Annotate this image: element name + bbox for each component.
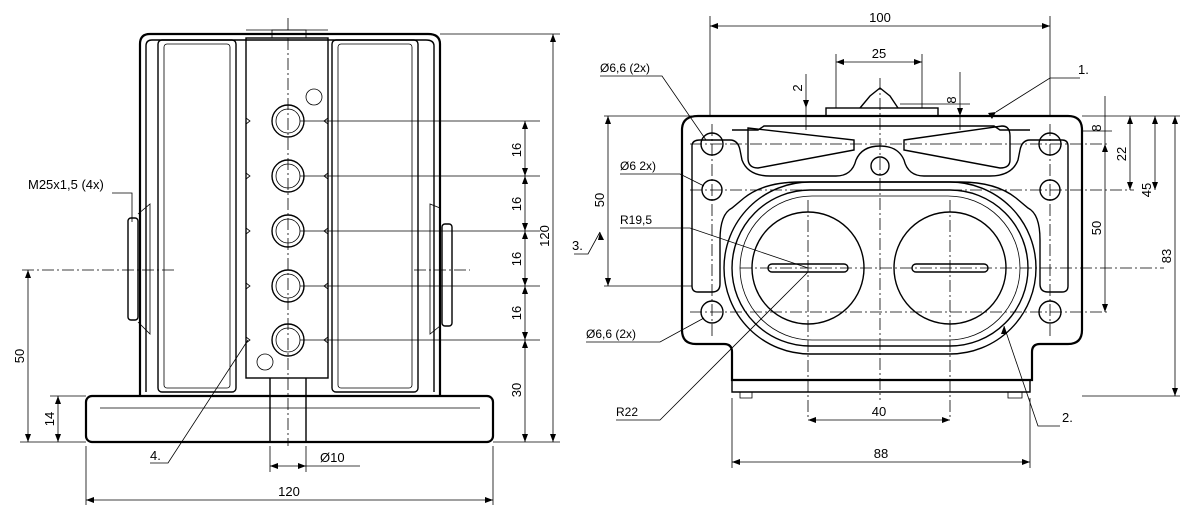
- dim-16-a: 16: [509, 143, 524, 157]
- top-plate: [825, 107, 939, 117]
- left-lever: [747, 127, 855, 169]
- thread-label: M25x1,5 (4x): [28, 177, 104, 192]
- plunger: [859, 87, 899, 109]
- right-gland: [441, 223, 453, 327]
- callout-4: 4.: [150, 448, 161, 463]
- label-hole-bottom-left: Ø6,6 (2x): [586, 327, 636, 341]
- dim-50-left-right-view: 50: [592, 193, 607, 207]
- dim-50-right: 50: [1089, 221, 1104, 235]
- left-panel: [157, 39, 237, 393]
- bottom-screw-icon: [256, 353, 274, 371]
- dim-16-b: 16: [509, 197, 524, 211]
- top-screw-icon: [305, 88, 323, 106]
- right-arrows: [598, 23, 1178, 465]
- dim-16-d: 16: [509, 306, 524, 320]
- right-panel: [331, 39, 419, 393]
- dim-14: 14: [42, 412, 57, 426]
- label-radius-22: R22: [616, 405, 638, 419]
- callout-1: 1.: [1078, 62, 1089, 77]
- dim-120-height: 120: [537, 225, 552, 247]
- dim-45: 45: [1139, 183, 1154, 197]
- dim-50-left: 50: [12, 349, 27, 363]
- label-radius-19: R19,5: [620, 213, 652, 227]
- dim-dia-10: Ø10: [320, 450, 345, 465]
- stem: [269, 378, 307, 442]
- dim-25: 25: [872, 46, 886, 61]
- base-plate: [84, 394, 495, 444]
- dim-8-side: 8: [1089, 124, 1104, 131]
- callout-3: 3.: [572, 238, 583, 253]
- dim-30: 30: [509, 383, 524, 397]
- dim-22: 22: [1114, 147, 1129, 161]
- dim-83: 83: [1159, 249, 1174, 263]
- housing-outline: [138, 32, 442, 396]
- left-view: 16 16 16 16 30 120 50 14 120 Ø10 M25x1,5…: [12, 18, 560, 505]
- dim-8-top: 8: [944, 96, 959, 103]
- label-hole-top-left: Ø6,6 (2x): [600, 61, 650, 75]
- dim-40: 40: [872, 404, 886, 419]
- left-gland: [127, 217, 139, 321]
- dim-88: 88: [874, 446, 888, 461]
- right-view: 100 25 2 8 8 22 45 50 83 50 40 88 Ø6,6 (…: [572, 10, 1180, 468]
- dim-2: 2: [790, 84, 805, 91]
- label-hole-mid-left: Ø6 2x): [620, 159, 656, 173]
- dim-16-c: 16: [509, 252, 524, 266]
- right-lever: [903, 125, 1011, 169]
- callout-2: 2.: [1062, 410, 1073, 425]
- left-arrows: [25, 34, 556, 503]
- inner-recess: [691, 139, 1069, 293]
- dim-100: 100: [869, 10, 891, 25]
- dim-120-width: 120: [278, 484, 300, 499]
